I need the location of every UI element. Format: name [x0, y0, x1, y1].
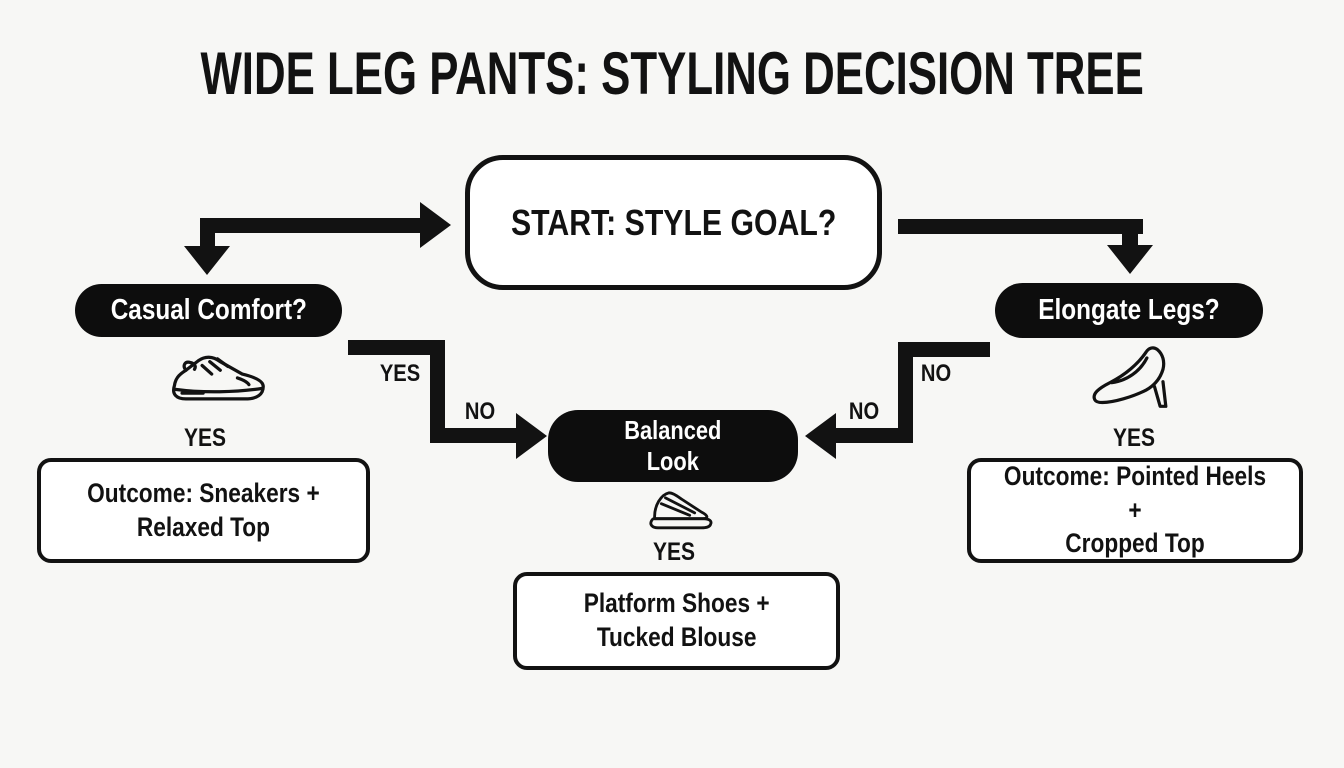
connector-casual-balanced-vbar [430, 340, 445, 443]
connector-casual-balanced-top-bar [348, 340, 445, 355]
connector-casual-balanced-bottom-bar [430, 428, 518, 443]
connector-start-casual-vbar [200, 218, 215, 248]
edge-label-elongate-no-inner: NO [848, 398, 880, 425]
node-casual-comfort: Casual Comfort? [75, 284, 342, 337]
answer-label-right: YES [1112, 424, 1156, 452]
edge-label-elongate-no-outer: NO [920, 360, 952, 387]
edge-label-casual-yes: YES [379, 360, 421, 387]
arrowhead-into-balanced-right-icon [805, 413, 836, 459]
connector-elongate-balanced-bottom-bar [836, 428, 913, 443]
edge-label-casual-no: NO [464, 398, 496, 425]
connector-elongate-balanced-top-bar [898, 342, 990, 357]
answer-label-left: YES [183, 424, 227, 452]
connector-start-casual-hbar [200, 218, 422, 233]
arrowhead-into-start-icon [420, 202, 451, 248]
node-elongate-legs: Elongate Legs? [995, 283, 1263, 338]
node-balanced-look: Balanced Look [548, 410, 798, 482]
answer-label-center: YES [652, 538, 696, 566]
page-title-text: WIDE LEG PANTS: STYLING DECISION TREE [200, 39, 1144, 107]
outcome-node-platform: Platform Shoes + Tucked Blouse [513, 572, 840, 670]
outcome-node-heels: Outcome: Pointed Heels + Cropped Top [967, 458, 1303, 563]
start-node-label: START: STYLE GOAL? [510, 201, 837, 243]
arrowhead-into-casual-icon [184, 246, 230, 275]
high-heel-icon [1088, 340, 1183, 412]
connector-start-elongate-vbar [1122, 219, 1138, 247]
platform-shoe-icon [643, 487, 718, 532]
start-node: START: STYLE GOAL? [465, 155, 882, 290]
connector-start-elongate-hbar [898, 219, 1143, 234]
arrowhead-into-balanced-left-icon [516, 413, 547, 459]
page-title: WIDE LEG PANTS: STYLING DECISION TREE [0, 38, 1344, 108]
connector-elongate-balanced-vbar [898, 342, 913, 443]
outcome-node-sneakers: Outcome: Sneakers + Relaxed Top [37, 458, 370, 563]
sneaker-icon [163, 345, 268, 407]
arrowhead-into-elongate-icon [1107, 245, 1153, 274]
